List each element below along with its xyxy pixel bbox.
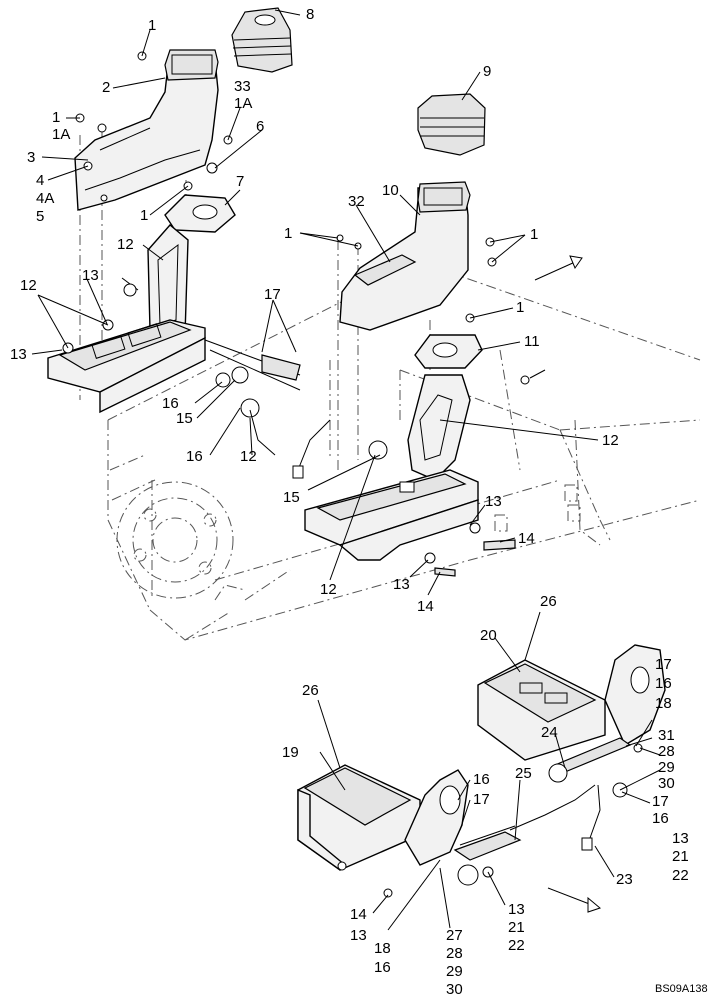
callout-8: 8 (306, 6, 314, 23)
callout-1: 1 (140, 207, 148, 224)
callout-15: 15 (283, 489, 300, 506)
callout-16: 16 (473, 771, 490, 788)
callout-2: 2 (102, 79, 110, 96)
callout-14: 14 (518, 530, 535, 547)
callout-30: 30 (446, 981, 463, 998)
callout-16: 16 (655, 675, 672, 692)
callout-4: 4 (36, 172, 44, 189)
callout-29: 29 (658, 759, 675, 776)
callout-14: 14 (350, 906, 367, 923)
callout-1: 1 (516, 299, 524, 316)
callout-27: 27 (446, 927, 463, 944)
callout-22: 22 (672, 867, 689, 884)
callout-32: 32 (348, 193, 365, 210)
callout-12: 12 (117, 236, 134, 253)
callout-31: 31 (658, 727, 675, 744)
callout-16: 16 (652, 810, 669, 827)
callout-12: 12 (240, 448, 257, 465)
callout-12: 12 (602, 432, 619, 449)
callout-20: 20 (480, 627, 497, 644)
callout-3: 3 (27, 149, 35, 166)
leader-lines (31, 9, 661, 931)
callout-11: 11 (524, 333, 540, 350)
right-console-assembly (292, 93, 583, 577)
callout-6: 6 (256, 118, 264, 135)
callout-33: 33 (234, 78, 251, 95)
callout-26: 26 (540, 593, 557, 610)
callout-1: 1 (52, 109, 60, 126)
callout-30: 30 (658, 775, 675, 792)
callout-17: 17 (652, 793, 669, 810)
callout-18: 18 (655, 695, 672, 712)
callout-22: 22 (508, 937, 525, 954)
callout-10: 10 (382, 182, 399, 199)
callout-17: 17 (473, 791, 490, 808)
callout-1A: 1A (52, 126, 70, 143)
callout-21: 21 (672, 848, 689, 865)
callout-24: 24 (541, 724, 558, 741)
callout-16: 16 (374, 959, 391, 976)
callout-17: 17 (655, 656, 672, 673)
lower-floor-assembly (297, 644, 666, 913)
callout-1A: 1A (234, 95, 252, 112)
callout-21: 21 (508, 919, 525, 936)
callout-13: 13 (10, 346, 27, 363)
drawing-code: BS09A138 (655, 983, 708, 995)
callout-13: 13 (485, 493, 502, 510)
callout-23: 23 (616, 871, 633, 888)
callout-14: 14 (417, 598, 434, 615)
callout-17: 17 (264, 286, 281, 303)
callout-1: 1 (148, 17, 156, 34)
callout-25: 25 (515, 765, 532, 782)
callout-13: 13 (393, 576, 410, 593)
callout-1: 1 (530, 226, 538, 243)
callout-28: 28 (658, 743, 675, 760)
callout-16: 16 (186, 448, 203, 465)
callout-13: 13 (350, 927, 367, 944)
callout-26: 26 (302, 682, 319, 699)
callout-4A: 4A (36, 190, 54, 207)
callout-12: 12 (320, 581, 337, 598)
callout-5: 5 (36, 208, 44, 225)
callout-15: 15 (176, 410, 193, 427)
callout-9: 9 (483, 63, 491, 80)
callout-12: 12 (20, 277, 37, 294)
callout-18: 18 (374, 940, 391, 957)
callout-13: 13 (672, 830, 689, 847)
callout-28: 28 (446, 945, 463, 962)
callout-1: 1 (284, 225, 292, 242)
callout-16: 16 (162, 395, 179, 412)
callout-labels: 1 2 1 1A 3 4 4A 5 33 1A 6 7 1 12 13 12 1… (10, 6, 708, 998)
callout-19: 19 (282, 744, 299, 761)
callout-7: 7 (236, 173, 244, 190)
callout-29: 29 (446, 963, 463, 980)
left-console-assembly (47, 7, 301, 456)
callout-13: 13 (82, 267, 99, 284)
callout-13: 13 (508, 901, 525, 918)
